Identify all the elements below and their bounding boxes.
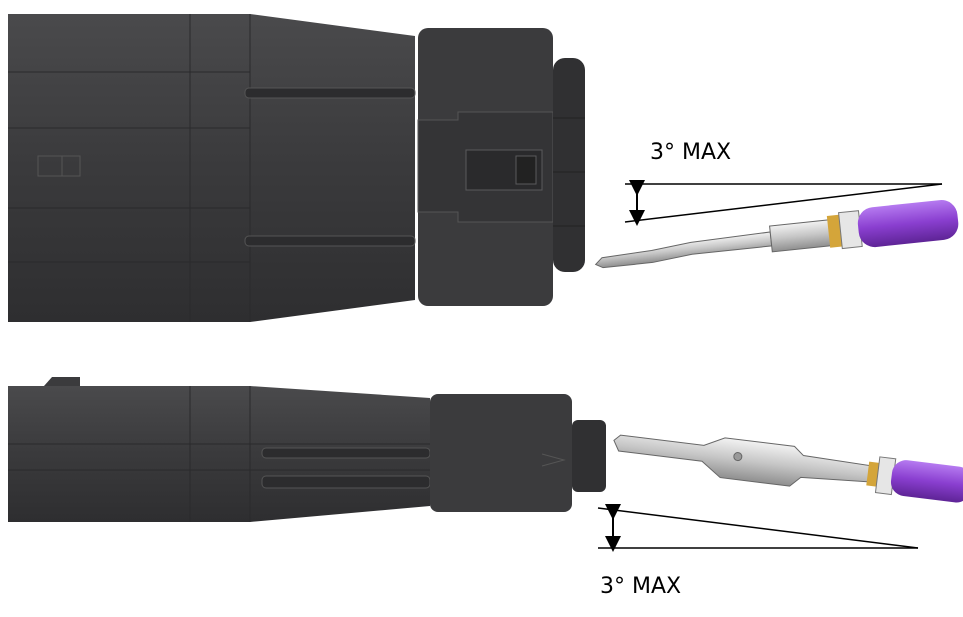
bottom-terminal-wire <box>613 434 963 503</box>
bottom-angle-indicator <box>597 504 919 552</box>
bottom-angle-label: 3° MAX <box>600 574 682 599</box>
top-connector-housing <box>8 14 585 322</box>
top-angle-label: 3° MAX <box>650 140 732 165</box>
top-terminal-wire <box>594 199 959 269</box>
bottom-connector-housing <box>8 377 606 522</box>
top-angle-indicator <box>624 180 943 226</box>
